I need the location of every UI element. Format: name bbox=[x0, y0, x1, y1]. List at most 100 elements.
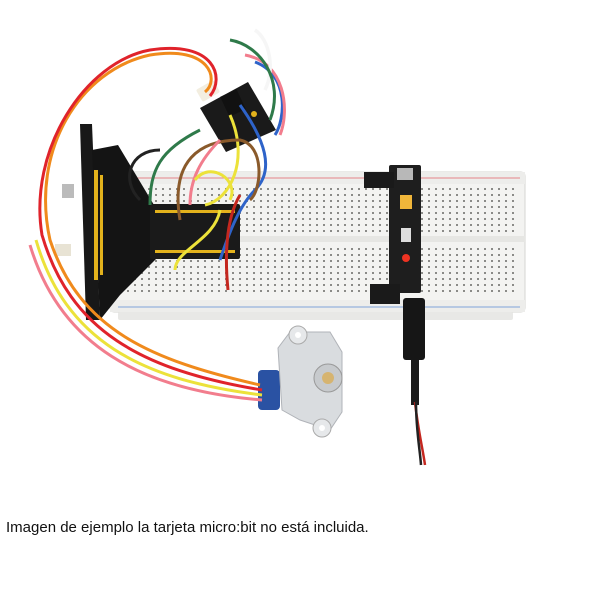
breadboard-hole bbox=[316, 248, 318, 250]
breadboard-hole bbox=[477, 212, 479, 214]
breadboard-hole bbox=[484, 230, 486, 232]
breadboard-hole bbox=[148, 272, 150, 274]
breadboard-hole bbox=[288, 218, 290, 220]
breadboard-hole bbox=[386, 194, 388, 196]
breadboard-hole bbox=[155, 194, 157, 196]
breadboard-hole bbox=[372, 188, 374, 190]
breadboard-hole bbox=[372, 224, 374, 226]
breadboard-hole bbox=[358, 254, 360, 256]
breadboard-hole bbox=[302, 290, 304, 292]
breadboard-hole bbox=[442, 218, 444, 220]
breadboard-hole bbox=[358, 260, 360, 262]
breadboard-hole bbox=[253, 284, 255, 286]
breadboard-hole bbox=[386, 248, 388, 250]
breadboard-hole bbox=[351, 284, 353, 286]
breadboard-hole bbox=[309, 188, 311, 190]
breadboard-hole bbox=[505, 206, 507, 208]
breadboard-hole bbox=[267, 254, 269, 256]
breadboard-hole bbox=[505, 284, 507, 286]
breadboard-hole bbox=[358, 212, 360, 214]
breadboard-hole bbox=[302, 284, 304, 286]
breadboard-hole bbox=[267, 200, 269, 202]
breadboard-hole bbox=[337, 230, 339, 232]
breadboard-hole bbox=[337, 224, 339, 226]
power-supply-module bbox=[364, 165, 427, 466]
breadboard-hole bbox=[484, 194, 486, 196]
breadboard-hole bbox=[274, 212, 276, 214]
caption: Imagen de ejemplo la tarjeta micro:bit n… bbox=[6, 519, 369, 536]
breadboard-hole bbox=[456, 272, 458, 274]
breadboard-hole bbox=[274, 230, 276, 232]
breadboard-hole bbox=[379, 224, 381, 226]
breadboard-hole bbox=[358, 284, 360, 286]
breadboard-hole bbox=[323, 200, 325, 202]
breadboard-hole bbox=[505, 260, 507, 262]
breadboard-hole bbox=[232, 266, 234, 268]
breadboard-hole bbox=[183, 188, 185, 190]
breadboard-hole bbox=[344, 212, 346, 214]
breadboard-hole bbox=[386, 272, 388, 274]
breadboard-hole bbox=[498, 206, 500, 208]
breadboard-hole bbox=[330, 248, 332, 250]
breadboard-hole bbox=[428, 212, 430, 214]
breadboard-hole bbox=[260, 224, 262, 226]
breadboard-hole bbox=[351, 272, 353, 274]
breadboard-hole bbox=[197, 284, 199, 286]
breadboard-hole bbox=[148, 266, 150, 268]
breadboard-hole bbox=[358, 206, 360, 208]
breadboard-hole bbox=[309, 206, 311, 208]
breadboard-hole bbox=[358, 224, 360, 226]
breadboard-hole bbox=[372, 206, 374, 208]
breadboard-hole bbox=[218, 272, 220, 274]
breadboard-hole bbox=[456, 230, 458, 232]
breadboard-hole bbox=[302, 248, 304, 250]
breadboard-hole bbox=[505, 194, 507, 196]
breadboard-hole bbox=[162, 200, 164, 202]
breadboard-hole bbox=[337, 272, 339, 274]
breadboard-hole bbox=[344, 224, 346, 226]
breadboard-hole bbox=[323, 194, 325, 196]
breadboard-hole bbox=[365, 230, 367, 232]
breadboard-hole bbox=[498, 194, 500, 196]
breadboard-hole bbox=[253, 260, 255, 262]
breadboard-hole bbox=[267, 194, 269, 196]
breadboard-hole bbox=[463, 290, 465, 292]
breadboard-hole bbox=[141, 278, 143, 280]
breadboard-hole bbox=[260, 212, 262, 214]
breadboard-hole bbox=[498, 272, 500, 274]
breadboard-hole bbox=[379, 230, 381, 232]
breadboard-hole bbox=[498, 200, 500, 202]
breadboard-hole bbox=[239, 266, 241, 268]
breadboard-hole bbox=[372, 212, 374, 214]
breadboard-hole bbox=[169, 272, 171, 274]
breadboard-hole bbox=[435, 254, 437, 256]
breadboard-hole bbox=[470, 260, 472, 262]
breadboard-hole bbox=[512, 200, 514, 202]
breadboard-hole bbox=[323, 260, 325, 262]
breadboard-hole bbox=[491, 224, 493, 226]
breadboard-hole bbox=[183, 266, 185, 268]
breadboard-hole bbox=[330, 278, 332, 280]
breadboard-hole bbox=[330, 290, 332, 292]
breadboard-hole bbox=[421, 248, 423, 250]
breadboard-hole bbox=[421, 230, 423, 232]
breadboard-hole bbox=[246, 206, 248, 208]
breadboard-hole bbox=[351, 200, 353, 202]
breadboard-hole bbox=[197, 188, 199, 190]
breadboard-hole bbox=[386, 206, 388, 208]
breadboard-hole bbox=[449, 218, 451, 220]
breadboard-hole bbox=[351, 230, 353, 232]
breadboard-hole bbox=[428, 272, 430, 274]
breadboard-hole bbox=[232, 200, 234, 202]
breadboard-hole bbox=[365, 200, 367, 202]
breadboard-hole bbox=[477, 206, 479, 208]
breadboard-hole bbox=[246, 224, 248, 226]
breadboard-hole bbox=[372, 248, 374, 250]
breadboard-hole bbox=[260, 230, 262, 232]
breadboard-hole bbox=[435, 284, 437, 286]
stepper-motor bbox=[258, 325, 343, 438]
breadboard-hole bbox=[477, 254, 479, 256]
breadboard-hole bbox=[491, 260, 493, 262]
breadboard-hole bbox=[351, 254, 353, 256]
breadboard-hole bbox=[274, 254, 276, 256]
